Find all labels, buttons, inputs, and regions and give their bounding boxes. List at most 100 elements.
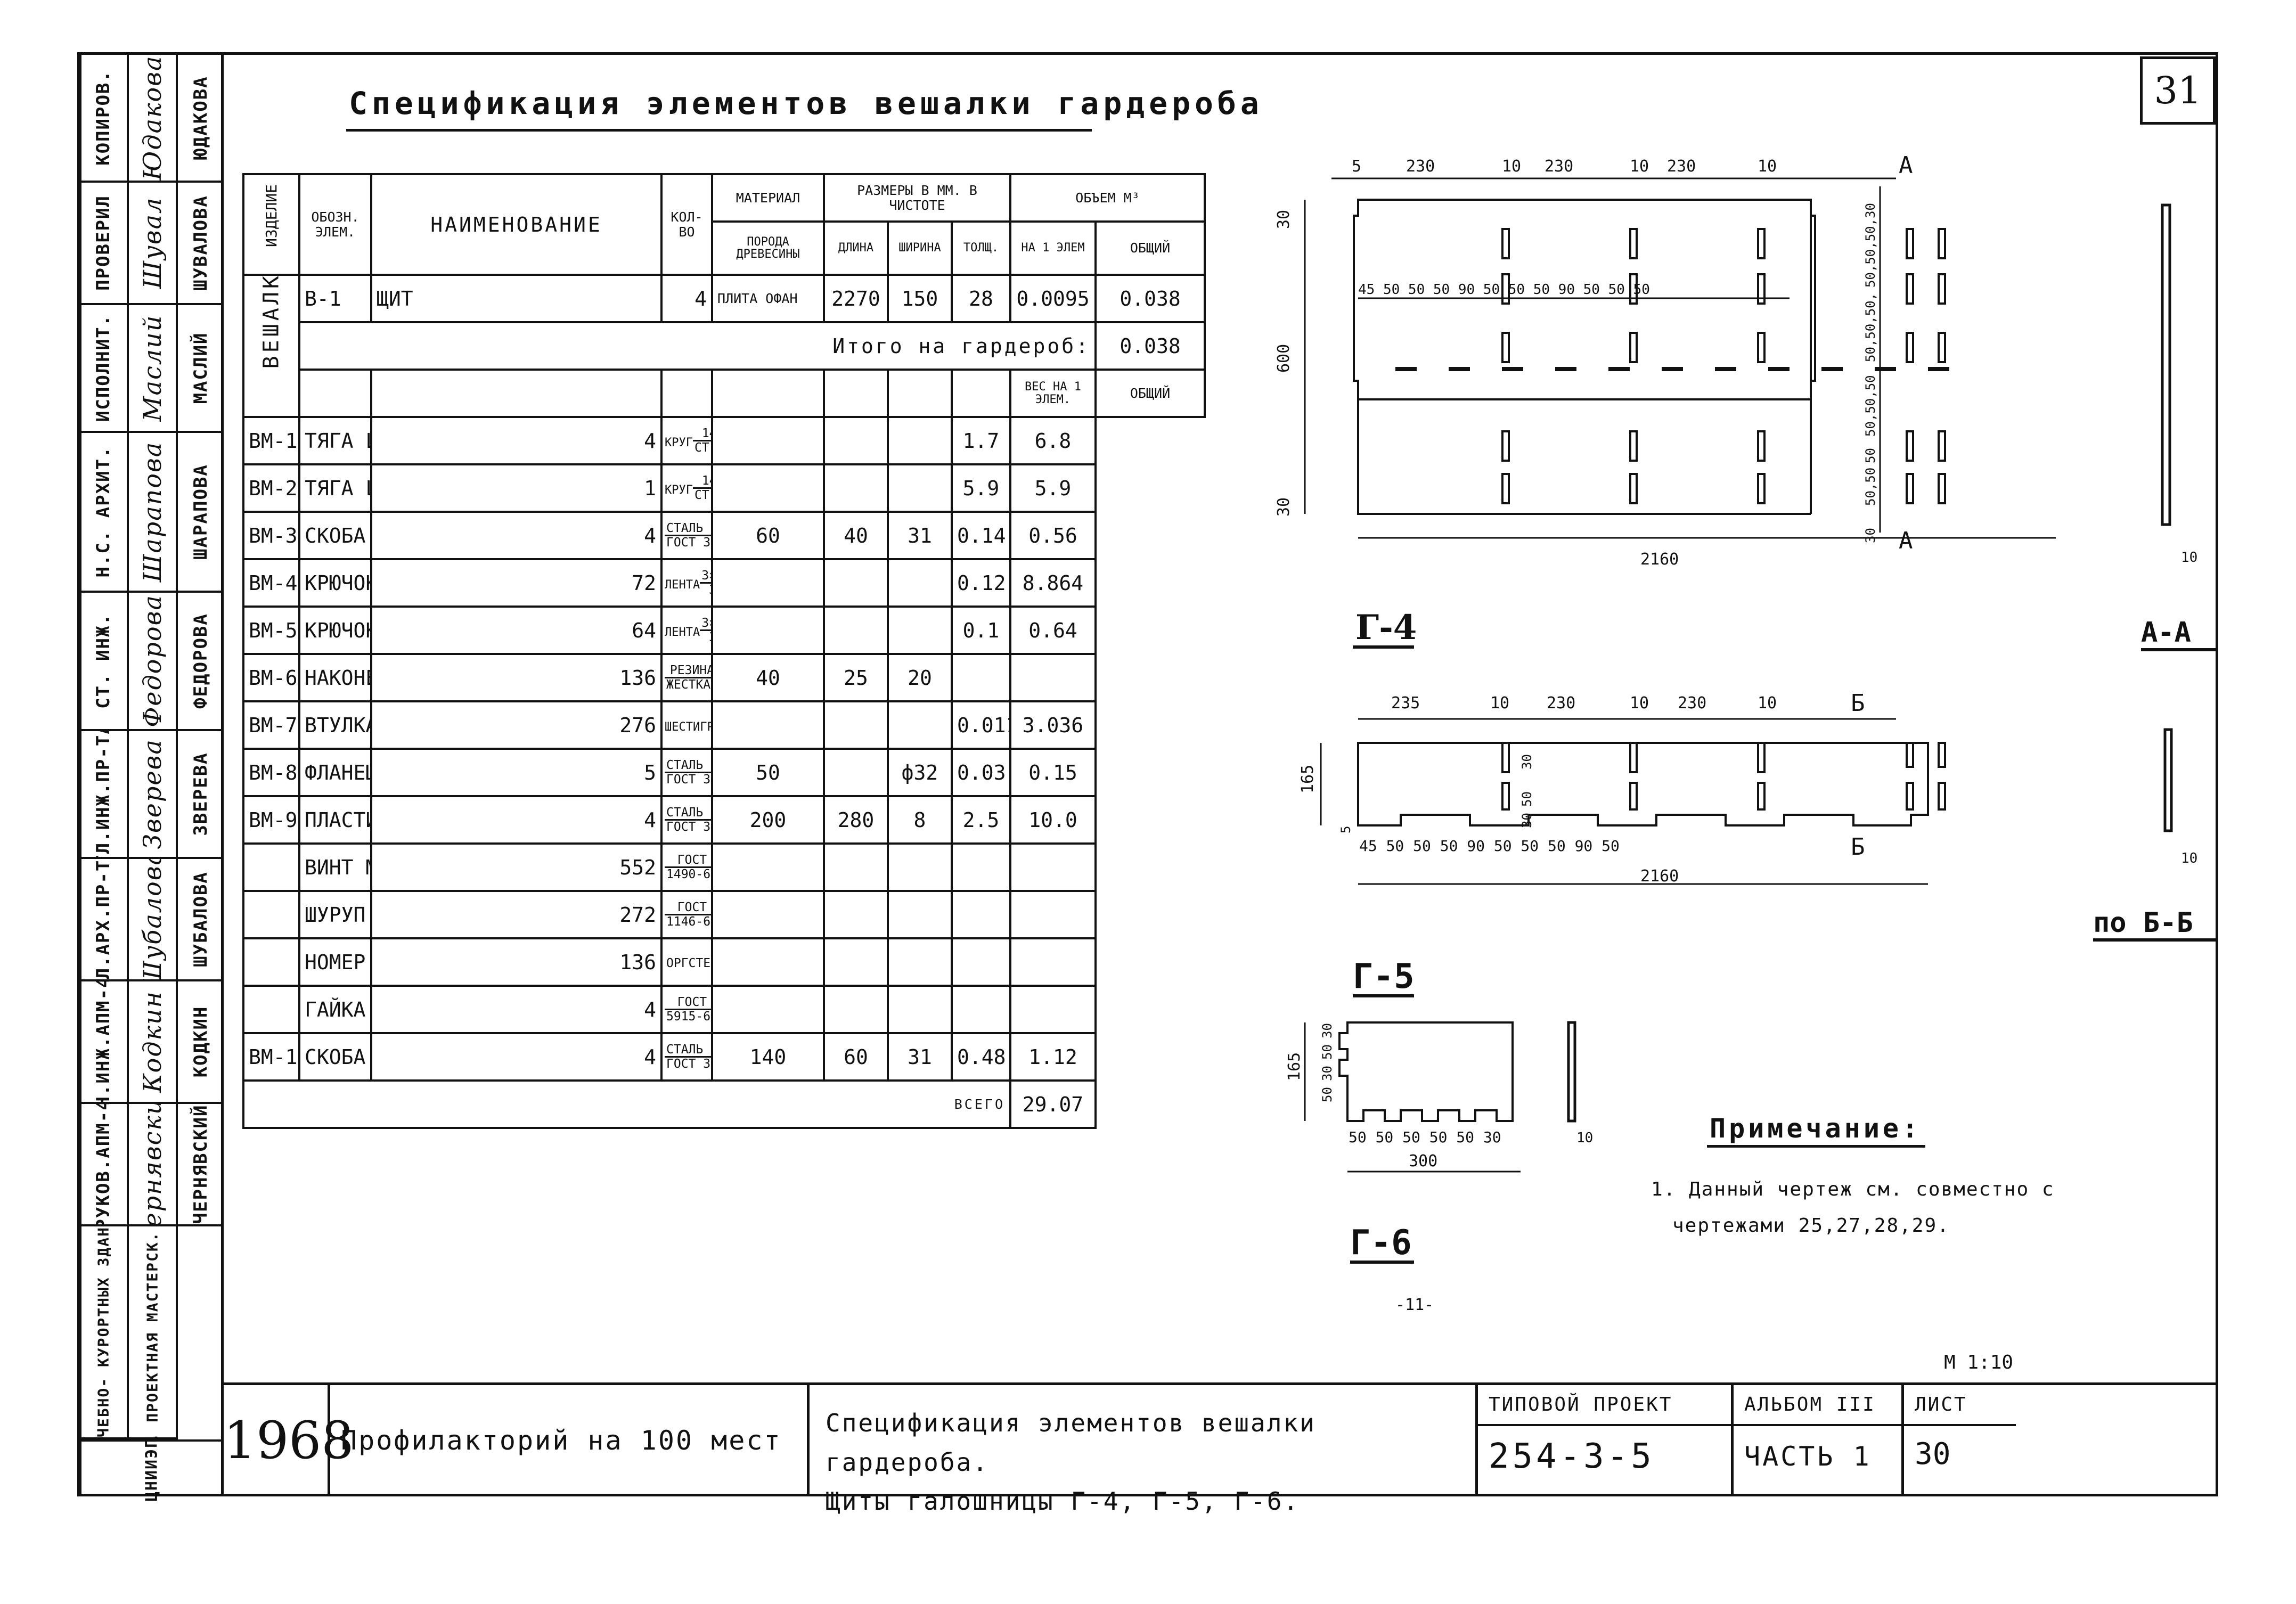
spec-header-name: НАИМЕНОВАНИЕ (370, 173, 663, 276)
g4-inner-dims: 45 50 50 50 90 50 50 50 90 50 50 50 (1358, 282, 1650, 298)
g6-left-dim: 50 (1320, 1044, 1335, 1060)
spec-width: 150 (887, 274, 953, 323)
sidebar-sign-cell: Шувал (129, 183, 176, 305)
spec-name: ГАЙКА М 12 (298, 985, 372, 1034)
spec-material: ОРГСТЕКЛО (660, 937, 713, 987)
spec-thickness: ф32 (887, 748, 953, 797)
spec-w_total: 5.9 (1009, 463, 1097, 513)
spec-length: 50 (711, 748, 825, 797)
aa-section-strip (2161, 203, 2171, 526)
spec-w_one: 0.1 (951, 605, 1011, 655)
spec-width (823, 937, 889, 987)
spec-length (711, 890, 825, 939)
spec-width: 40 (823, 511, 889, 560)
spec-material-bottom: 1490-62 (666, 868, 711, 881)
spec-code: ВМ-9 (242, 795, 300, 845)
sidebar-role-cell: ИСПОЛНИТ. (80, 305, 127, 433)
spec-row: НОМЕР136ОРГСТЕКЛО (242, 937, 1205, 987)
g5-slots (1501, 742, 1946, 811)
spec-length (711, 463, 825, 513)
spec-thickness: 31 (887, 1032, 953, 1082)
spec-thickness (887, 463, 953, 513)
spec-name: ТЯГА L = 1450 ММ (298, 416, 372, 465)
scale-label: М 1:10 (1944, 1352, 2013, 1373)
g5-top-dim: 10 (1490, 694, 1509, 713)
spec-material-fraction: СТАЛЬ СТ. 3ГОСТ 380-60 (665, 759, 710, 786)
signature: Юдакова (138, 55, 167, 181)
spec-header-product: ИЗДЕЛИЕ (242, 173, 300, 276)
spec-length: 200 (711, 795, 825, 845)
spec-material: СТАЛЬ СТ. 3ГОСТ 380-60 (660, 795, 713, 845)
aa-label: А-А (2141, 617, 2191, 649)
spec-product-label: ВЕШАЛКА ВШ-1 (259, 277, 284, 369)
spec-material-bottom: 35 ГОСТ 1050-60 (700, 631, 710, 644)
spec-name: СКОБА L = 148 ММ (298, 1032, 372, 1082)
spec-material: РЕЗИНАЖЕСТКАЯ (660, 653, 713, 702)
spec-header-sizes: РАЗМЕРЫ В ММ. В ЧИСТОТЕ (823, 173, 1011, 223)
spec-header-thickness: ТОЛЩ. (951, 220, 1011, 276)
spec-subtotal-row: Итого на гардероб: 0.038 (243, 321, 1206, 371)
sidebar-name-cell: ШУБАЛОВА (178, 859, 224, 981)
spec-w_total: 6.8 (1009, 416, 1097, 465)
sidebar-sign-cell: Кодкин (129, 981, 176, 1104)
note-body: 1. Данный чертеж см. совместно с чертежа… (1651, 1172, 2055, 1245)
spec-w_one: 2.5 (951, 795, 1011, 845)
title-sheet-value: 30 (1915, 1437, 1951, 1471)
spec-code: ВМ-6 (242, 653, 300, 702)
spec-qty: 4 (370, 416, 663, 465)
sidebar-role: СТ. ИНЖ. (93, 613, 114, 709)
spec-material-bottom: СТ. 3 ГОСТ 535-58 (694, 488, 710, 502)
spec-material-bottom: 5915-62 (666, 1010, 711, 1024)
sidebar-name: ШУБАЛОВА (190, 871, 211, 967)
g4-left-dim: 30 (1274, 210, 1293, 229)
spec-material-bottom: ГОСТ 380-60 (666, 536, 711, 550)
spec-w_total: 8.864 (1009, 558, 1097, 608)
g6-left-dim: 30 (1320, 1023, 1335, 1038)
spec-material-top: СТАЛЬ СТ. 3 (665, 806, 710, 821)
g5-section-mark-top: Б (1851, 690, 1865, 717)
spec-w_total: 0.15 (1009, 748, 1097, 797)
spec-total-label: ВСЕГО (242, 1079, 1011, 1129)
sidebar-name: ЧЕРНЯВСКИЙ (190, 1104, 211, 1224)
spec-qty: 5 (370, 748, 663, 797)
spec-w_total: 3.036 (1009, 700, 1097, 750)
spec-code: ВМ-1 (242, 416, 300, 465)
spec-code: ВМ-8 (242, 748, 300, 797)
title-block: 1968 Профилакторий на 100 мест Специфика… (224, 1382, 2218, 1516)
spec-w_total: 10.0 (1009, 795, 1097, 845)
spec-table: ИЗДЕЛИЕ ОБОЗН. ЭЛЕМ. НАИМЕНОВАНИЕ КОЛ-ВО… (242, 173, 1206, 1129)
g5-panel-outline (1357, 742, 1929, 826)
spec-name: ПЛАСТИНА (298, 795, 372, 845)
g5-bottom-dim: 2160 (1640, 867, 1679, 886)
spec-code: ВМ-2 (242, 463, 300, 513)
sidebar-logo-cell: ЦНИИЭП (80, 1437, 224, 1501)
sidebar-name: КОДКИН (190, 1005, 211, 1078)
title-album-value: ЧАСТЬ 1 (1744, 1441, 1872, 1472)
spec-material: СТАЛЬ СТ. 3ГОСТ 380-60 (660, 511, 713, 560)
signature: Шувал (138, 197, 167, 289)
spec-material-fraction: 3×25 ГОСТ 6009-5735 ГОСТ 1050-60 (700, 617, 710, 644)
g5-inner-dim: 30 (1519, 754, 1534, 770)
signature: Шубалова (138, 859, 167, 981)
sidebar-signatures-column: Юдакова Шувал Маслий Шарапова Федорова З… (129, 55, 178, 1439)
spec-thickness: 8 (887, 795, 953, 845)
spec-header-wood: ПОРОДА ДРЕВЕСИНЫ (711, 220, 825, 276)
spec-thickness (887, 416, 953, 465)
spec-w_total (1009, 985, 1097, 1034)
spec-code (242, 842, 300, 892)
sidebar-sign-cell: Шарапова (129, 433, 176, 593)
spec-name: СКОБА L=148 ММ (298, 511, 372, 560)
spec-material-bottom: 1146-60 (666, 915, 711, 929)
bb-label: по Б-Б (2093, 907, 2193, 939)
spec-width (823, 463, 889, 513)
sidebar-stamp: КОПИРОВ. ПРОВЕРИЛ ИСПОЛНИТ. Н.С. АРХИТ. … (77, 52, 224, 1501)
sidebar-sign-cell: Маслий (129, 305, 176, 433)
spec-qty: 1 (370, 463, 663, 513)
spec-row: ВИНТ М 5 × 16552ГОСТ1490-62 (242, 842, 1205, 892)
spec-material: СТАЛЬ СТ. 3ГОСТ 380-60 (660, 748, 713, 797)
spec-subtotal-label: Итого на гардероб: (298, 321, 1097, 371)
spec-qty: 64 (370, 605, 663, 655)
